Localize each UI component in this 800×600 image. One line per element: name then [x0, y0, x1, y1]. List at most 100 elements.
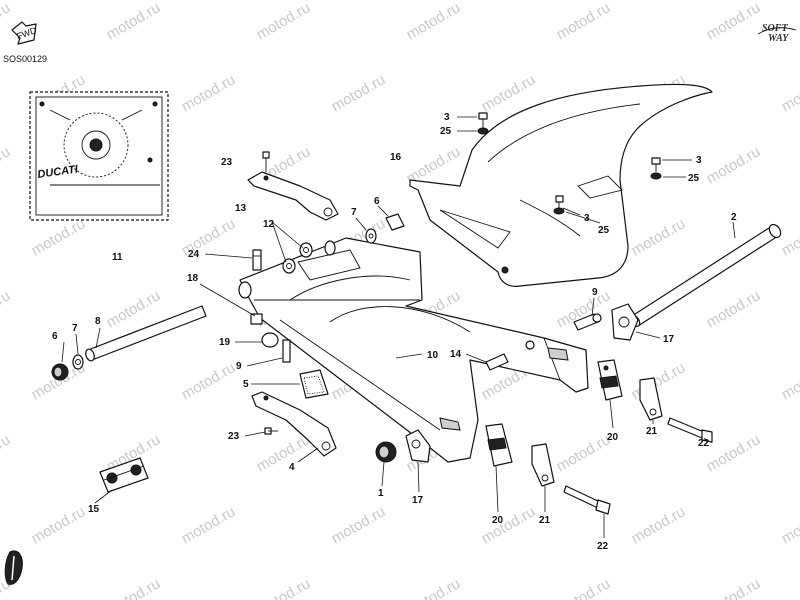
watermark-text: motod.ru [404, 0, 464, 43]
watermark-text: motod.ru [104, 0, 164, 43]
watermark-text: motod.ru [629, 503, 689, 547]
ref-label-l4: 4 [289, 462, 295, 473]
watermark-text: motod.ru [554, 431, 614, 475]
ref-label-l19: 19 [219, 337, 231, 348]
watermark-text: motod.ru [704, 287, 764, 331]
part-20-plate-right [597, 359, 623, 401]
part-25-washer-top [477, 127, 489, 135]
watermark-text: motod.ru [0, 287, 13, 331]
part-20-plate-left [485, 423, 513, 467]
part-19-bushing [261, 332, 279, 348]
ref-label-l23b: 23 [228, 431, 240, 442]
part-22-bolt-left [563, 485, 611, 515]
watermark-text: motod.ru [404, 575, 464, 600]
part-3-screw-right [651, 157, 661, 172]
watermark-text: motod.ru [329, 71, 389, 115]
watermark-text: motod.ru [254, 575, 314, 600]
ref-label-l1: 1 [378, 488, 384, 499]
ref-label-l3c: 3 [584, 213, 590, 224]
ref-label-l25a: 25 [440, 126, 452, 137]
ref-label-l21b: 21 [539, 515, 551, 526]
brand-logo: SOFT WAY [757, 23, 797, 44]
watermark-text: motod.ru [704, 143, 764, 187]
watermark-text: motod.ru [554, 575, 614, 600]
ref-label-l5: 5 [243, 379, 249, 390]
part-9-bolt-mid [282, 339, 291, 363]
ref-label-l12: 12 [263, 219, 275, 230]
ref-label-l24: 24 [188, 249, 200, 260]
leader-lines [61, 116, 736, 538]
part-3-screw-top [478, 112, 488, 128]
part-17-adjuster-right [611, 303, 639, 341]
ref-label-l15: 15 [88, 504, 100, 515]
part-16-rear-hugger [409, 83, 713, 287]
watermark-text: motod.ru [29, 215, 89, 259]
ref-label-l17b: 17 [412, 495, 424, 506]
logo-mark-icon [4, 550, 23, 585]
ref-label-l20b: 20 [492, 515, 504, 526]
part-3-screw-mid [555, 195, 564, 208]
watermark-text: motod.ru [779, 359, 800, 403]
part-12-washers [282, 242, 313, 274]
ref-label-l11: 11 [112, 252, 123, 263]
ref-label-l17a: 17 [663, 334, 675, 345]
watermark-text: motod.ru [479, 503, 539, 547]
ref-label-l10: 10 [427, 350, 439, 361]
watermark-text: motod.ru [0, 431, 13, 475]
ref-label-l20a: 20 [607, 432, 619, 443]
part-14-stud [485, 340, 535, 371]
part-15-chain-link [99, 457, 149, 493]
fwd-arrow-icon: FWD [11, 21, 38, 45]
reference-labels: 3 25 16 3 25 3 25 2 23 13 12 7 6 24 11 1… [52, 112, 737, 552]
ref-label-l18: 18 [187, 273, 199, 284]
part-9-bolt-right [573, 313, 602, 331]
watermark-text: motod.ru [29, 503, 89, 547]
part-13-upper-bracket [247, 171, 339, 221]
ref-label-l21a: 21 [646, 426, 658, 437]
watermark-text: motod.ru [779, 215, 800, 259]
watermark-text: motod.ru [779, 503, 800, 547]
part-25-washer-right [650, 172, 662, 180]
part-6-spacer-upper [385, 213, 405, 231]
ref-label-l7b: 7 [72, 323, 78, 334]
part-17-adjuster-left [405, 429, 431, 463]
part-25-washer-mid [553, 207, 565, 215]
part-7-washer-upper [365, 228, 377, 244]
ref-label-l7a: 7 [351, 207, 357, 218]
watermark-text: motod.ru [179, 71, 239, 115]
watermark-text: motod.ru [704, 0, 764, 43]
ref-label-l22a: 22 [698, 438, 710, 449]
watermark-text: motod.ru [779, 71, 800, 115]
watermark-text: motod.ru [0, 143, 13, 187]
watermark-text: motod.ru [179, 503, 239, 547]
ref-label-l9a: 9 [236, 361, 242, 372]
ref-label-l3b: 3 [696, 155, 702, 166]
ref-label-l16: 16 [390, 152, 402, 163]
ref-label-l9b: 9 [592, 287, 598, 298]
ref-label-l22b: 22 [597, 541, 609, 552]
watermark-text: motod.ru [704, 575, 764, 600]
watermark-text: motod.ru [254, 0, 314, 43]
ref-label-l2: 2 [731, 212, 737, 223]
watermark-text: motod.ru [104, 575, 164, 600]
diagram-code: SOS00129 [3, 54, 47, 64]
watermark-text: motod.ru [629, 215, 689, 259]
watermark-text: motod.ru [554, 0, 614, 43]
part-23-bolt-lower [264, 427, 278, 435]
ref-label-l14: 14 [450, 349, 462, 360]
part-21-slider-left [531, 443, 555, 487]
watermark-text: motod.ru [179, 359, 239, 403]
part-23-bolt-upper [262, 151, 270, 172]
ref-label-l3a: 3 [444, 112, 450, 123]
watermark-text: motod.ru [254, 431, 314, 475]
part-7-washer-left [72, 354, 84, 370]
watermark-text: motod.ru [329, 503, 389, 547]
part-1-bushing [375, 441, 397, 463]
inset-frame-view: DUCATI [29, 91, 169, 221]
inset-brand: DUCATI [37, 163, 80, 181]
ref-label-l6b: 6 [52, 331, 58, 342]
part-4-lower-bracket [251, 391, 337, 457]
part-18-nut [250, 313, 263, 325]
